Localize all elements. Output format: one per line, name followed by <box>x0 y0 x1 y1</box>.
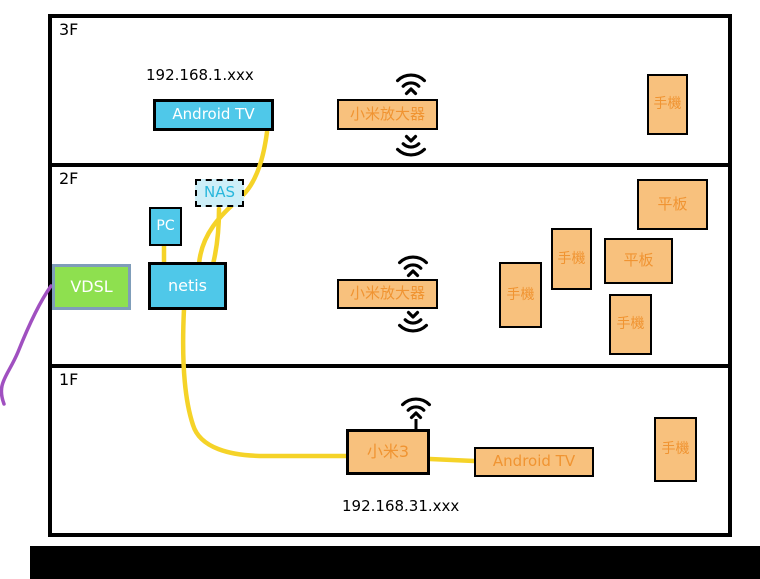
android-tv-1f-box: Android TV <box>474 447 594 477</box>
floor-2f: 2F <box>48 167 732 368</box>
subnet-3f-label: 192.168.1.xxx <box>146 66 254 84</box>
floor-1f-label: 1F <box>59 370 79 389</box>
purple-uplink-cable <box>0 284 53 406</box>
extender-3f-box: 小米放大器 <box>337 99 438 130</box>
tablet-2f-top-box: 平板 <box>637 179 708 230</box>
bottom-black-bar <box>30 546 760 579</box>
floor-2f-label: 2F <box>59 169 79 188</box>
phone-1f-box: 手機 <box>654 417 697 482</box>
netis-router-box: netis <box>148 262 227 310</box>
nas-box: NAS <box>195 179 244 207</box>
phone-3f-box: 手機 <box>647 74 688 135</box>
android-tv-3f-box: Android TV <box>153 99 274 131</box>
extender-2f-box: 小米放大器 <box>337 279 438 309</box>
phone-2f-mid-box: 手機 <box>551 228 592 290</box>
phone-2f-bottom-box: 手機 <box>609 294 652 355</box>
pc-box: PC <box>149 207 182 246</box>
floor-3f: 3F <box>48 14 732 167</box>
subnet-1f-label: 192.168.31.xxx <box>342 497 460 515</box>
phone-2f-left-box: 手機 <box>499 262 542 328</box>
tablet-2f-mid-box: 平板 <box>604 238 673 284</box>
xiaomi3-router-box: 小米3 <box>346 429 430 475</box>
vdsl-modem-box: VDSL <box>52 264 131 310</box>
floor-3f-label: 3F <box>59 20 79 39</box>
floor-1f: 1F <box>48 368 732 537</box>
